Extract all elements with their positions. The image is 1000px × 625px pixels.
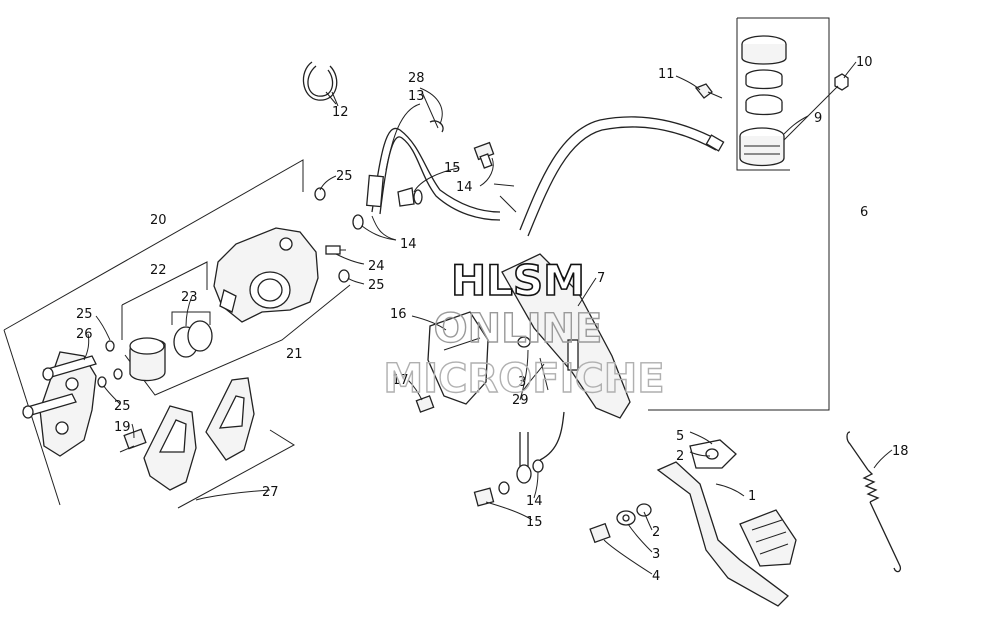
callout-18: 18 (892, 444, 909, 459)
callout-26: 26 (76, 327, 93, 342)
callout-2: 2 (652, 525, 660, 540)
watermark-line-2: ONLINE (434, 306, 603, 352)
return-spring (846, 431, 902, 573)
callout-4: 4 (652, 569, 660, 584)
reservoir-hose (519, 116, 725, 237)
callout-20: 20 (150, 213, 167, 228)
callout-15: 15 (444, 161, 461, 176)
callout-25: 25 (76, 307, 93, 322)
callout-labels: 1 2 2 3 3 4 5 6 7 9 10 11 12 13 14 14 14… (76, 55, 909, 584)
group-bracket-23 (171, 311, 211, 325)
callout-3: 3 (518, 375, 526, 390)
callout-27: 27 (262, 485, 279, 500)
callout-17: 17 (392, 373, 409, 388)
group-bracket-22 (121, 261, 208, 340)
callout-12: 12 (332, 105, 349, 120)
callout-7: 7 (597, 271, 605, 286)
callout-13: 13 (408, 89, 425, 104)
callout-14: 14 (456, 180, 473, 195)
watermark-line-1: HLSM (451, 256, 585, 305)
callout-16: 16 (390, 307, 407, 322)
lower-hose (473, 411, 565, 507)
callout-23: 23 (181, 290, 198, 305)
callout-28: 28 (408, 71, 425, 86)
group-bracket-27 (177, 429, 295, 509)
callout-6: 6 (860, 205, 868, 220)
callout-24: 24 (368, 259, 385, 274)
callout-5: 5 (676, 429, 684, 444)
callout-14: 14 (526, 494, 543, 509)
washers-25 (97, 187, 350, 388)
brake-pads (143, 377, 255, 491)
group-bracket-20 (3, 159, 304, 506)
leader-lines (83, 61, 893, 575)
master-cylinder (415, 253, 631, 419)
callout-19: 19 (114, 420, 131, 435)
callout-14: 14 (400, 237, 417, 252)
callout-15: 15 (526, 515, 543, 530)
callout-29: 29 (512, 393, 529, 408)
piston-and-seals (129, 320, 213, 382)
callout-25: 25 (336, 169, 353, 184)
callout-22: 22 (150, 263, 167, 278)
caliper-bracket (22, 351, 147, 457)
group-bracket-6 (648, 17, 830, 411)
callout-25: 25 (368, 278, 385, 293)
callout-1: 1 (748, 489, 756, 504)
callout-3: 3 (652, 547, 660, 562)
callout-2: 2 (676, 449, 684, 464)
brake-pedal (589, 439, 797, 607)
caliper-body (213, 227, 346, 323)
reservoir-assembly (694, 18, 849, 171)
watermark-line-3: MICROFICHE (383, 356, 664, 402)
callout-25: 25 (114, 399, 131, 414)
callout-10: 10 (856, 55, 873, 70)
banjo-bolt-upper (352, 141, 517, 230)
snap-ring-part (302, 61, 339, 107)
watermark: HLSM ONLINE MICROFICHE (383, 255, 666, 403)
callout-11: 11 (658, 67, 675, 82)
callout-21: 21 (286, 347, 303, 362)
callout-9: 9 (814, 111, 822, 126)
